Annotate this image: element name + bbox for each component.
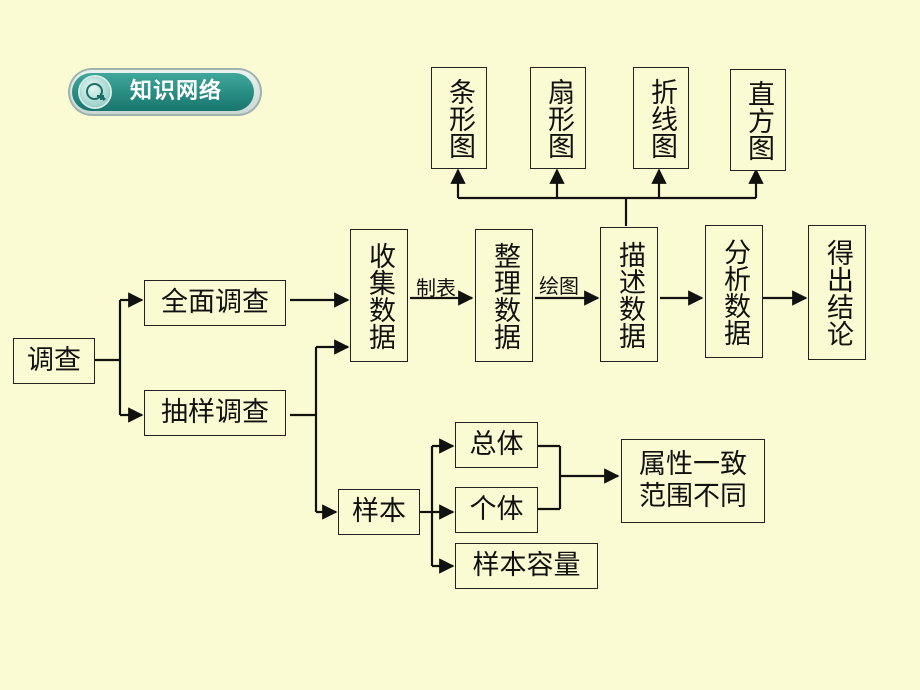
node-conclude: 得出结论 xyxy=(808,225,866,360)
node-attribute-note: 属性一致范围不同 xyxy=(621,439,765,523)
node-population: 总体 xyxy=(455,422,538,468)
section-title: 知识网络 xyxy=(130,79,223,104)
section-badge-body: 知识网络 xyxy=(72,73,254,111)
node-sample: 样本 xyxy=(338,489,420,535)
edge-label-draw-chart: 绘图 xyxy=(539,274,579,298)
node-census: 全面调查 xyxy=(144,280,286,326)
node-line-chart: 折线图 xyxy=(633,67,689,169)
node-bar-chart: 条形图 xyxy=(431,67,487,169)
node-collect: 收集数据 xyxy=(350,229,408,362)
node-pie-chart: 扇形图 xyxy=(530,67,586,169)
node-individual: 个体 xyxy=(455,487,538,533)
node-describe: 描述数据 xyxy=(600,227,658,362)
section-badge: 知识网络 xyxy=(68,68,262,116)
edge-label-make-table: 制表 xyxy=(416,276,456,300)
node-sample-size: 样本容量 xyxy=(455,543,598,589)
node-histogram: 直方图 xyxy=(730,69,786,171)
magnifier-plus-icon xyxy=(80,77,110,107)
node-survey: 调查 xyxy=(13,338,95,384)
node-analyze: 分析数据 xyxy=(705,225,763,358)
node-organize: 整理数据 xyxy=(475,229,533,362)
node-sample-survey: 抽样调查 xyxy=(144,390,286,436)
